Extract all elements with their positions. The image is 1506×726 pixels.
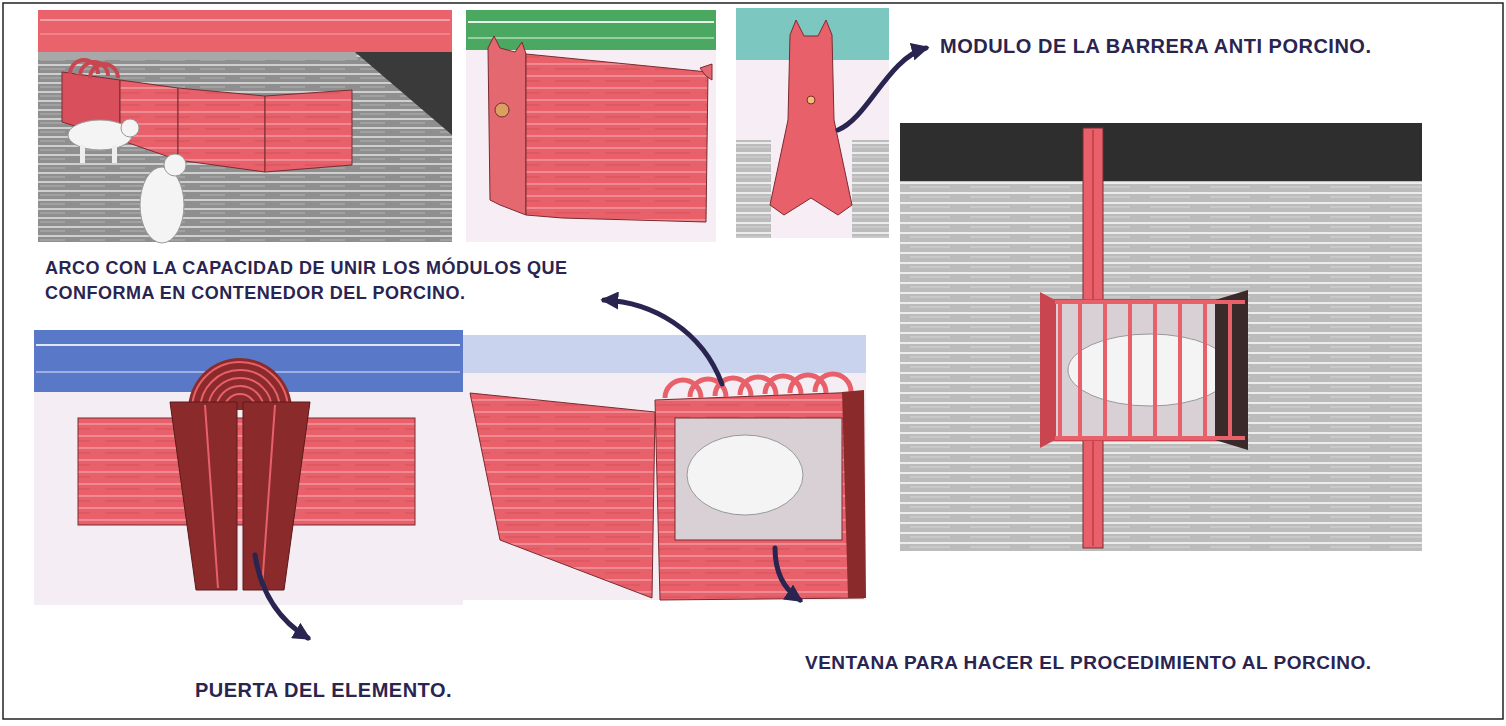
leader-arrows bbox=[255, 48, 926, 638]
leader-arrow bbox=[838, 48, 926, 130]
pen-view bbox=[38, 10, 452, 243]
callout-label: VENTANA PARA HACER EL PROCEDIMIENTO AL P… bbox=[805, 650, 1371, 677]
callout-label: PUERTA DEL ELEMENTO. bbox=[195, 676, 452, 704]
top-view bbox=[900, 123, 1422, 551]
module-front-view bbox=[736, 8, 889, 238]
leader-arrow bbox=[255, 555, 308, 638]
callout-label: ARCO CON LA CAPACIDAD DE UNIR LOS MÓDULO… bbox=[45, 256, 593, 306]
door-front-view bbox=[34, 330, 463, 605]
page-border bbox=[3, 3, 1503, 719]
container-view bbox=[463, 335, 866, 600]
leader-arrow bbox=[604, 300, 722, 384]
leader-arrow bbox=[775, 548, 800, 600]
module-3d-view bbox=[466, 10, 716, 242]
callout-label: MODULO DE LA BARRERA ANTI PORCINO. bbox=[940, 32, 1371, 60]
